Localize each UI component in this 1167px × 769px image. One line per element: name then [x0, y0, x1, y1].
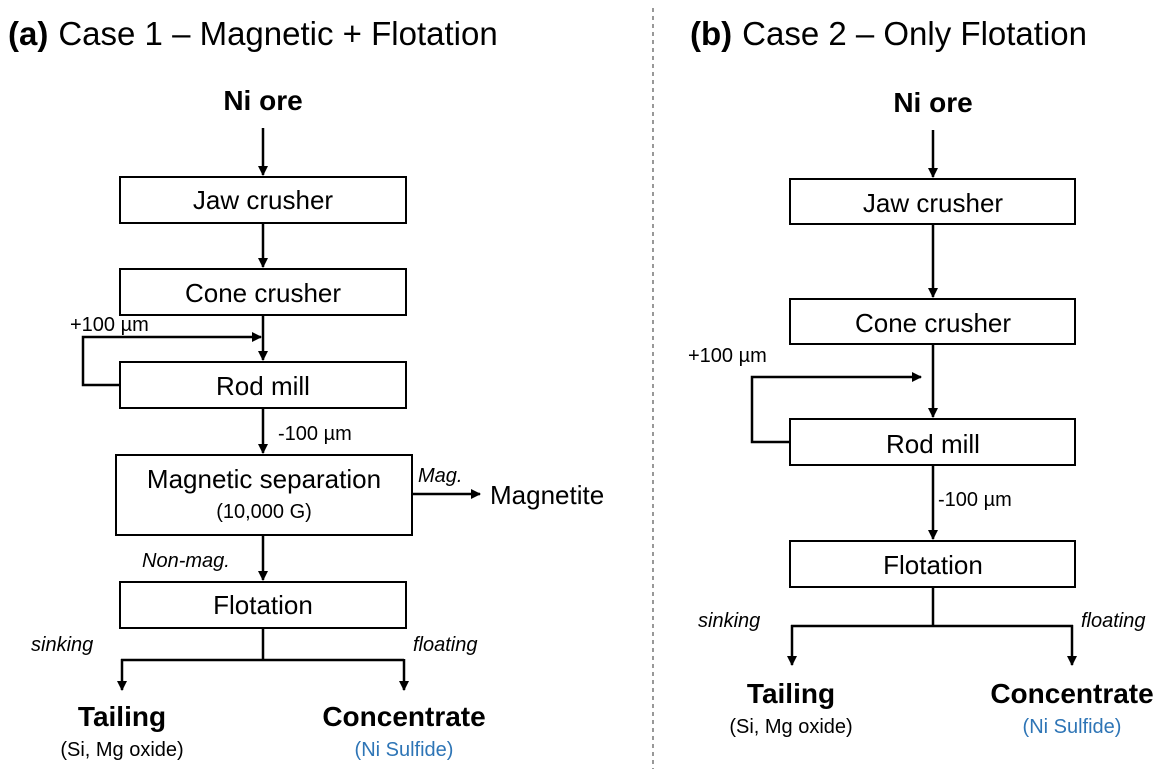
panel-b-recycle-loop: [750, 372, 922, 444]
panel-a-concentrate-sub: (Ni Sulfide): [355, 739, 454, 761]
panel-a-nonmag-label: Non-mag.: [142, 550, 230, 572]
panel-b-tailing-sub: (Si, Mg oxide): [729, 716, 852, 738]
panel-b-flotation-box: [789, 540, 1076, 588]
panel-a-floating-label: floating: [413, 634, 478, 656]
panel-b-jaw-crusher-box: [789, 178, 1076, 225]
panel-a-mag-label: Mag.: [418, 465, 462, 487]
panel-a-title: (a)Case 1 – Magnetic + Flotation: [8, 15, 498, 52]
panel-a-rod-mill-label: Rod mill: [216, 371, 310, 401]
panel-a-concentrate-label: Concentrate: [322, 701, 485, 732]
panel-b-undersize-label: -100 µm: [938, 489, 1012, 511]
panel-a-magnetic-field-label: (10,000 G): [216, 501, 312, 523]
panel-a: (a)Case 1 – Magnetic + Flotation Ni ore …: [8, 15, 604, 761]
panel-b-cone-crusher-box: [789, 298, 1076, 345]
panel-a-tailing-label: Tailing: [78, 701, 166, 732]
panel-a-magnetic-separation-label: Magnetic separation: [147, 464, 381, 494]
panel-b-cone-crusher-label: Cone crusher: [855, 308, 1011, 338]
panel-b-jaw-crusher-label: Jaw crusher: [863, 188, 1003, 218]
panel-b-tailing-label: Tailing: [747, 678, 835, 709]
panel-b-concentrate-sub: (Ni Sulfide): [1023, 716, 1122, 738]
panel-a-jaw-crusher-label: Jaw crusher: [193, 185, 333, 215]
panel-a-input: Ni ore: [223, 85, 302, 116]
panel-b-concentrate-label: Concentrate: [990, 678, 1153, 709]
panel-a-tailing-sub: (Si, Mg oxide): [60, 739, 183, 761]
panel-b-rod-mill-label: Rod mill: [886, 429, 980, 459]
panel-b-recycle-label: +100 µm: [688, 345, 767, 367]
panel-b-sinking-label: sinking: [698, 610, 760, 632]
panel-b: (b)Case 2 – Only Flotation Ni ore Jaw cr…: [688, 15, 1154, 738]
panel-a-recycle-loop: [81, 332, 262, 387]
panel-b-input: Ni ore: [893, 87, 972, 118]
panel-a-recycle-label: +100 µm: [70, 314, 149, 336]
panel-a-flotation-label: Flotation: [213, 590, 313, 620]
panel-b-title: (b)Case 2 – Only Flotation: [690, 15, 1087, 52]
panel-a-rod-mill-box: [119, 361, 407, 409]
panel-a-cone-crusher-label: Cone crusher: [185, 278, 341, 308]
panel-a-magnetite-label: Magnetite: [490, 480, 604, 510]
panel-b-flotation-label: Flotation: [883, 550, 983, 580]
panel-a-sinking-label: sinking: [31, 634, 93, 656]
panel-b-floating-label: floating: [1081, 610, 1146, 632]
panel-a-cone-crusher-box: [119, 268, 407, 316]
panel-a-undersize-label: -100 µm: [278, 423, 352, 445]
